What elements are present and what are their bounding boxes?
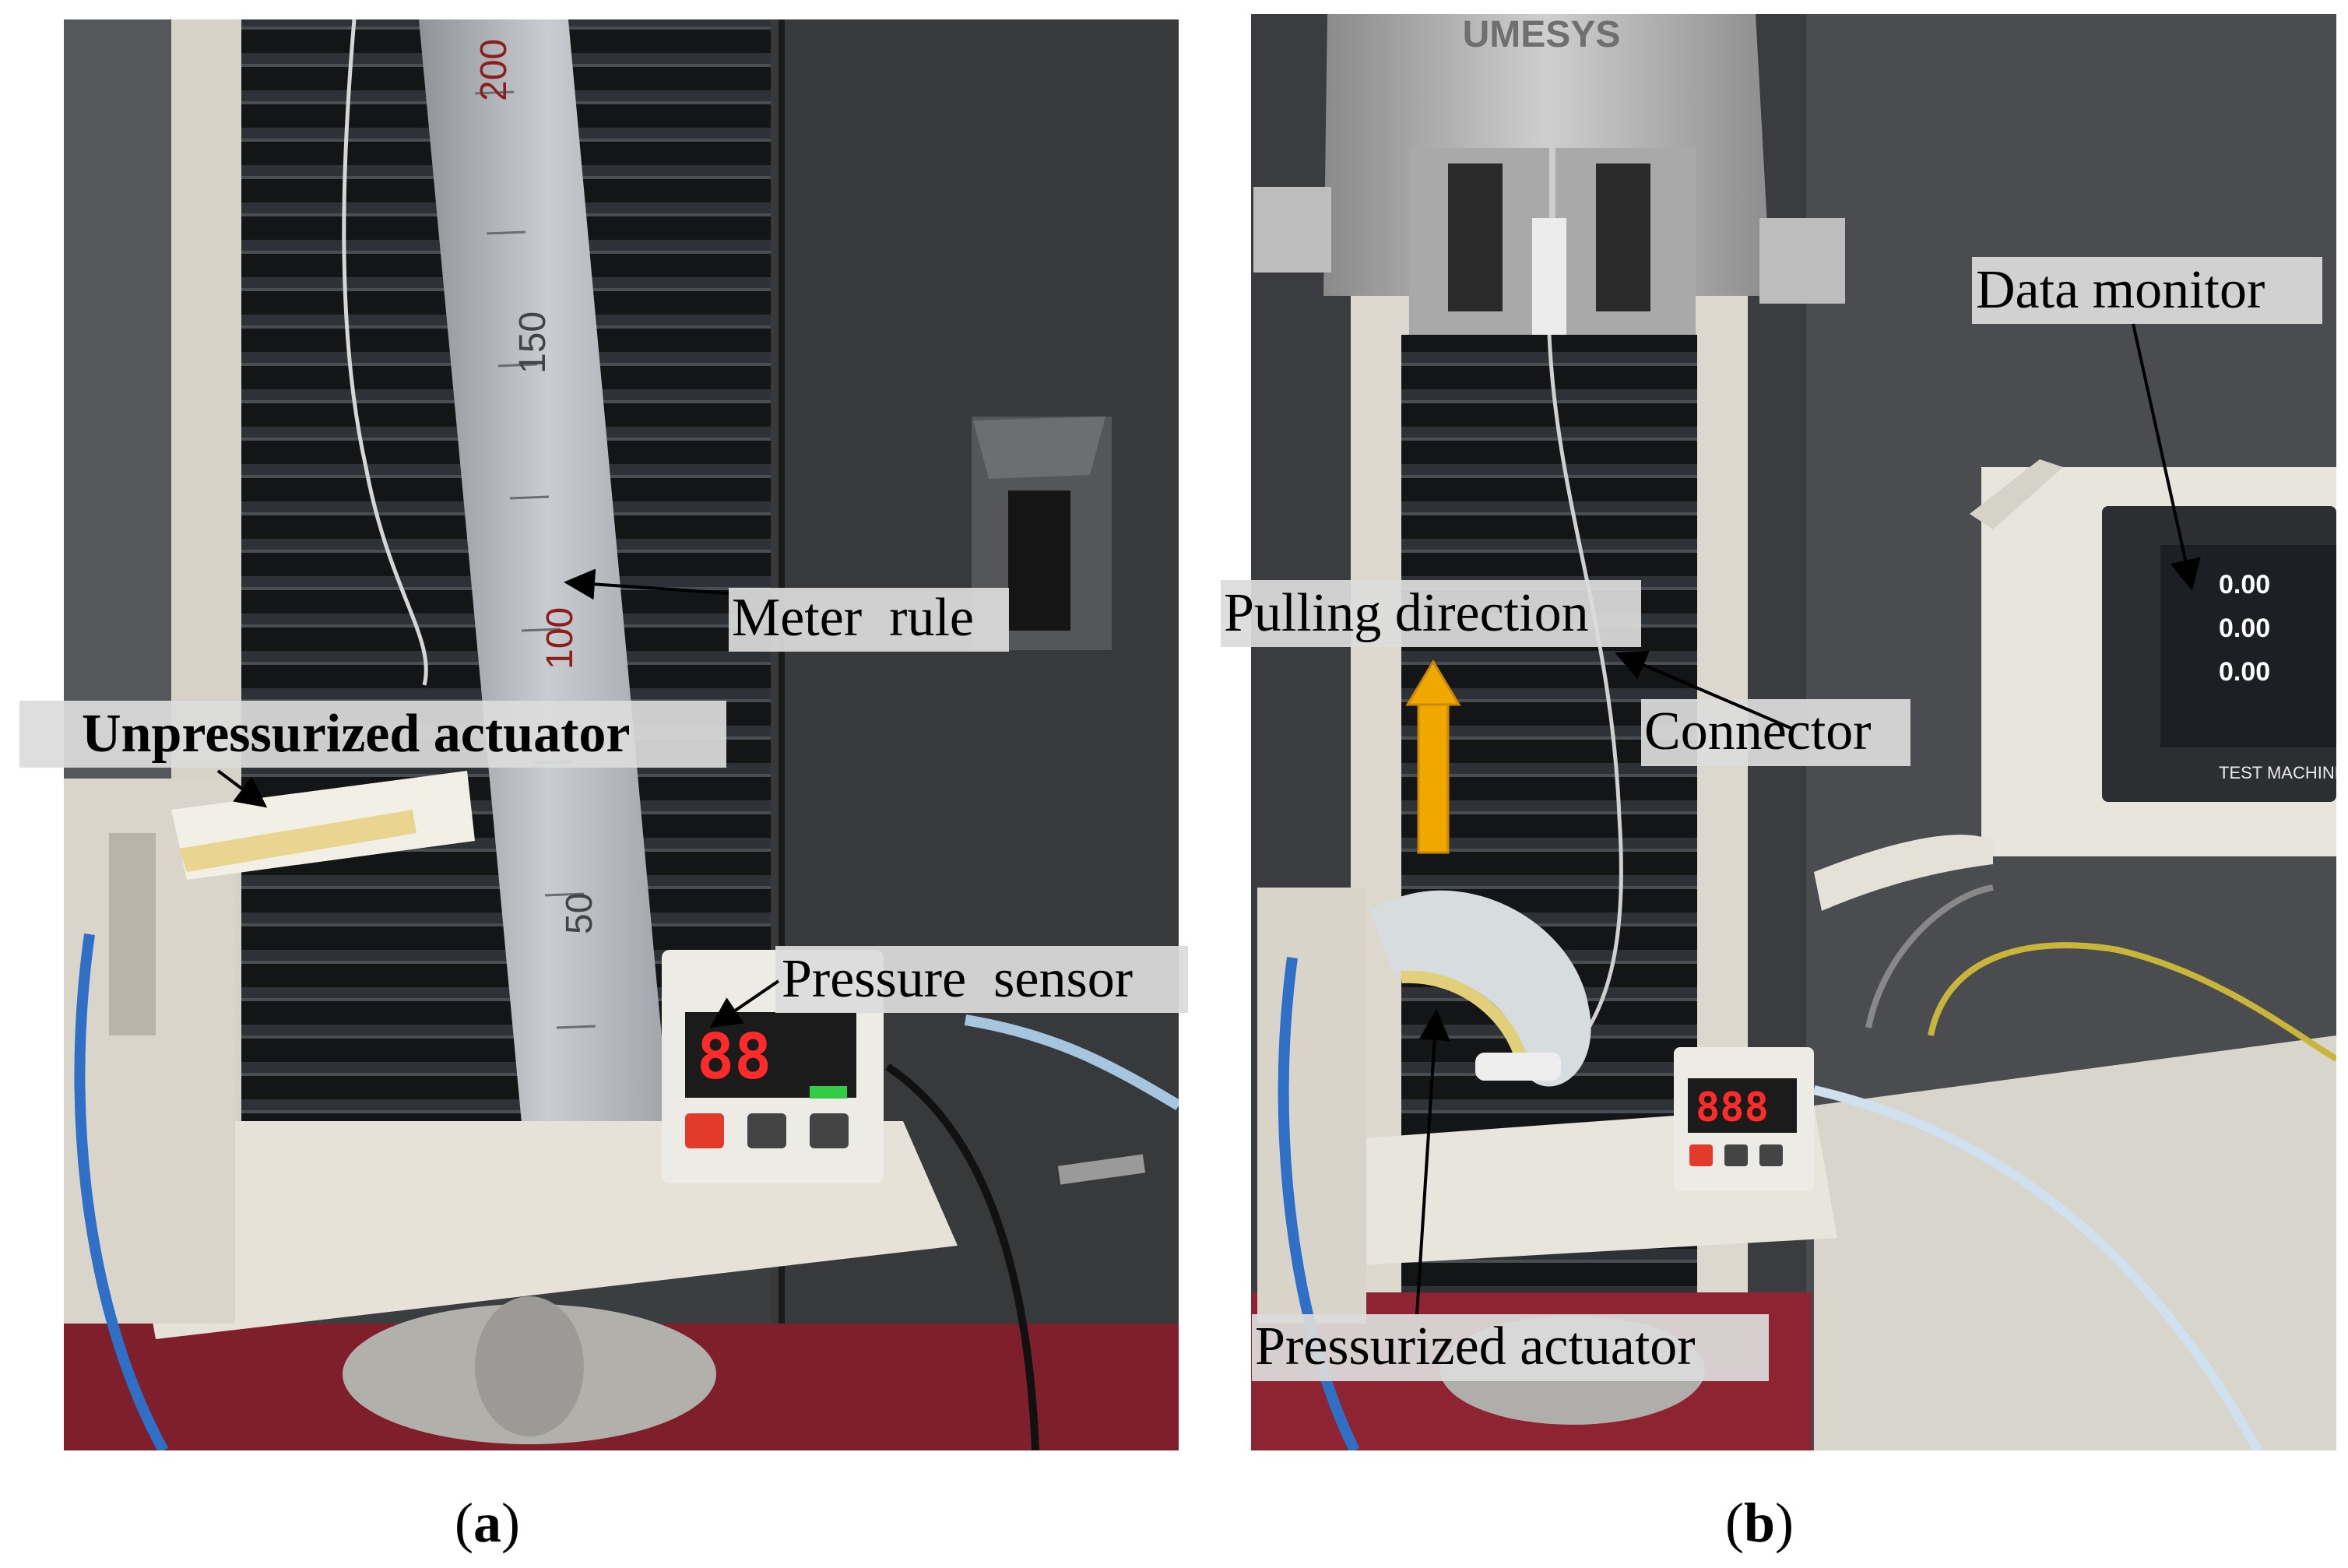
- label-connector: Connector: [1641, 699, 1910, 766]
- svg-text:Pulling direction: Pulling direction: [1224, 583, 1589, 643]
- label-meter-rule: Meter rule: [729, 588, 1009, 652]
- pointer-pressure-sensor: [709, 979, 780, 1028]
- label-data-monitor: Data monitor: [1972, 257, 2322, 324]
- loose-screw: [1057, 1154, 1146, 1185]
- ruler-mark-150: 150: [512, 311, 554, 374]
- svg-text:Meter rule: Meter rule: [732, 588, 974, 648]
- data-monitor-housing: 0.00 0.00 0.00 TEST MACHINE: [1814, 459, 2346, 911]
- blue-tube-a: [74, 933, 169, 1450]
- ruler-mark-100: 100: [540, 607, 581, 670]
- monitor-reading-1: 0.00: [2219, 570, 2270, 599]
- svg-text:Pressurized actuator: Pressurized actuator: [1255, 1317, 1696, 1376]
- pointer-meter-rule: [564, 568, 729, 600]
- caption-a: (a): [455, 1492, 520, 1554]
- pressure-sensor-device-b: 888: [1674, 1047, 1814, 1191]
- photo-panel-b: UMESYS 0.00 0.00 0.00 TEST MACHINE: [1251, 14, 2346, 1450]
- bench-b: [1814, 1035, 2336, 1450]
- sensor-display-b: 888: [1696, 1085, 1769, 1131]
- ruler-mark-50: 50: [559, 893, 600, 934]
- ruler-mark-200: 200: [473, 39, 515, 101]
- unpressurized-actuator: [171, 771, 475, 880]
- caption-b: (b): [1725, 1492, 1794, 1554]
- pressurized-actuator: [1370, 890, 1591, 1087]
- black-cable-a: [885, 1063, 1039, 1450]
- pulling-direction-arrow: [1405, 659, 1461, 854]
- pointer-data-monitor: [2132, 323, 2201, 591]
- label-unpressurized-actuator: Unpressurized actuator: [19, 701, 726, 768]
- left-clamp-b: [1257, 888, 1366, 1324]
- monitor-footer: TEST MACHINE: [2219, 763, 2346, 782]
- upper-grip: UMESYS: [1253, 14, 1845, 335]
- label-pressure-sensor: Pressure sensor: [775, 946, 1188, 1013]
- svg-text:Connector: Connector: [1644, 701, 1872, 761]
- pointer-pressurized-actuator: [1415, 1009, 1450, 1315]
- monitor-reading-2: 0.00: [2219, 613, 2270, 643]
- machine-brand: UMESYS: [1463, 14, 1621, 55]
- sensor-display-a: 88: [697, 1021, 772, 1093]
- photo-panel-a: 200 150 100 50: [64, 19, 1179, 1450]
- connector-wire: [1547, 334, 1623, 1060]
- svg-text:Pressure sensor: Pressure sensor: [782, 949, 1133, 1009]
- wire-a: [342, 19, 428, 686]
- svg-text:Unpressurized actuator: Unpressurized actuator: [82, 704, 630, 764]
- svg-text:Data monitor: Data monitor: [1976, 260, 2265, 320]
- pointer-connector: [1615, 650, 1791, 730]
- label-pressurized-actuator: Pressurized actuator: [1252, 1314, 1769, 1381]
- clear-tube-b: [1812, 1085, 2262, 1450]
- pointer-unpressurized-actuator: [216, 769, 268, 808]
- blue-tube-b: [1278, 957, 1360, 1450]
- monitor-reading-3: 0.00: [2219, 657, 2270, 687]
- steel-ruler: 200 150 100 50: [419, 19, 677, 1207]
- label-pulling-direction: Pulling direction: [1221, 580, 1641, 647]
